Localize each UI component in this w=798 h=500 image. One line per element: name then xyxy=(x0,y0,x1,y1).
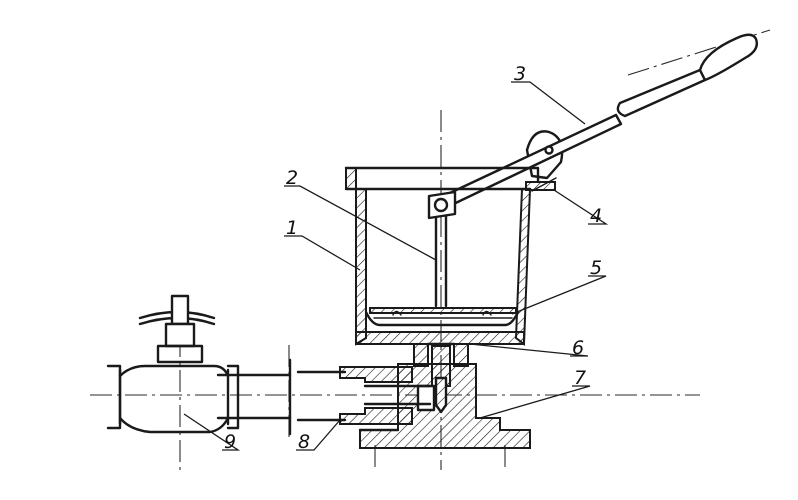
callout-label-9: 9 xyxy=(224,431,236,453)
handle-lever xyxy=(433,33,759,212)
inlet-pipe xyxy=(216,358,432,436)
callout-label-1: 1 xyxy=(286,217,298,239)
callout-label-6: 6 xyxy=(572,337,584,359)
callout-label-7: 7 xyxy=(574,367,586,389)
callout-label-8: 8 xyxy=(298,431,310,453)
callout-labels: 1 2 3 4 5 6 7 8 9 xyxy=(224,63,602,453)
callout-label-3: 3 xyxy=(514,63,526,85)
gate-valve xyxy=(106,294,240,434)
leader-lines xyxy=(183,81,609,451)
piston-plate xyxy=(364,307,520,327)
pull-rod xyxy=(427,190,457,308)
callout-label-5: 5 xyxy=(590,257,602,279)
callout-label-4: 4 xyxy=(590,205,602,227)
callout-label-2: 2 xyxy=(286,167,298,189)
tank-body xyxy=(344,166,557,346)
